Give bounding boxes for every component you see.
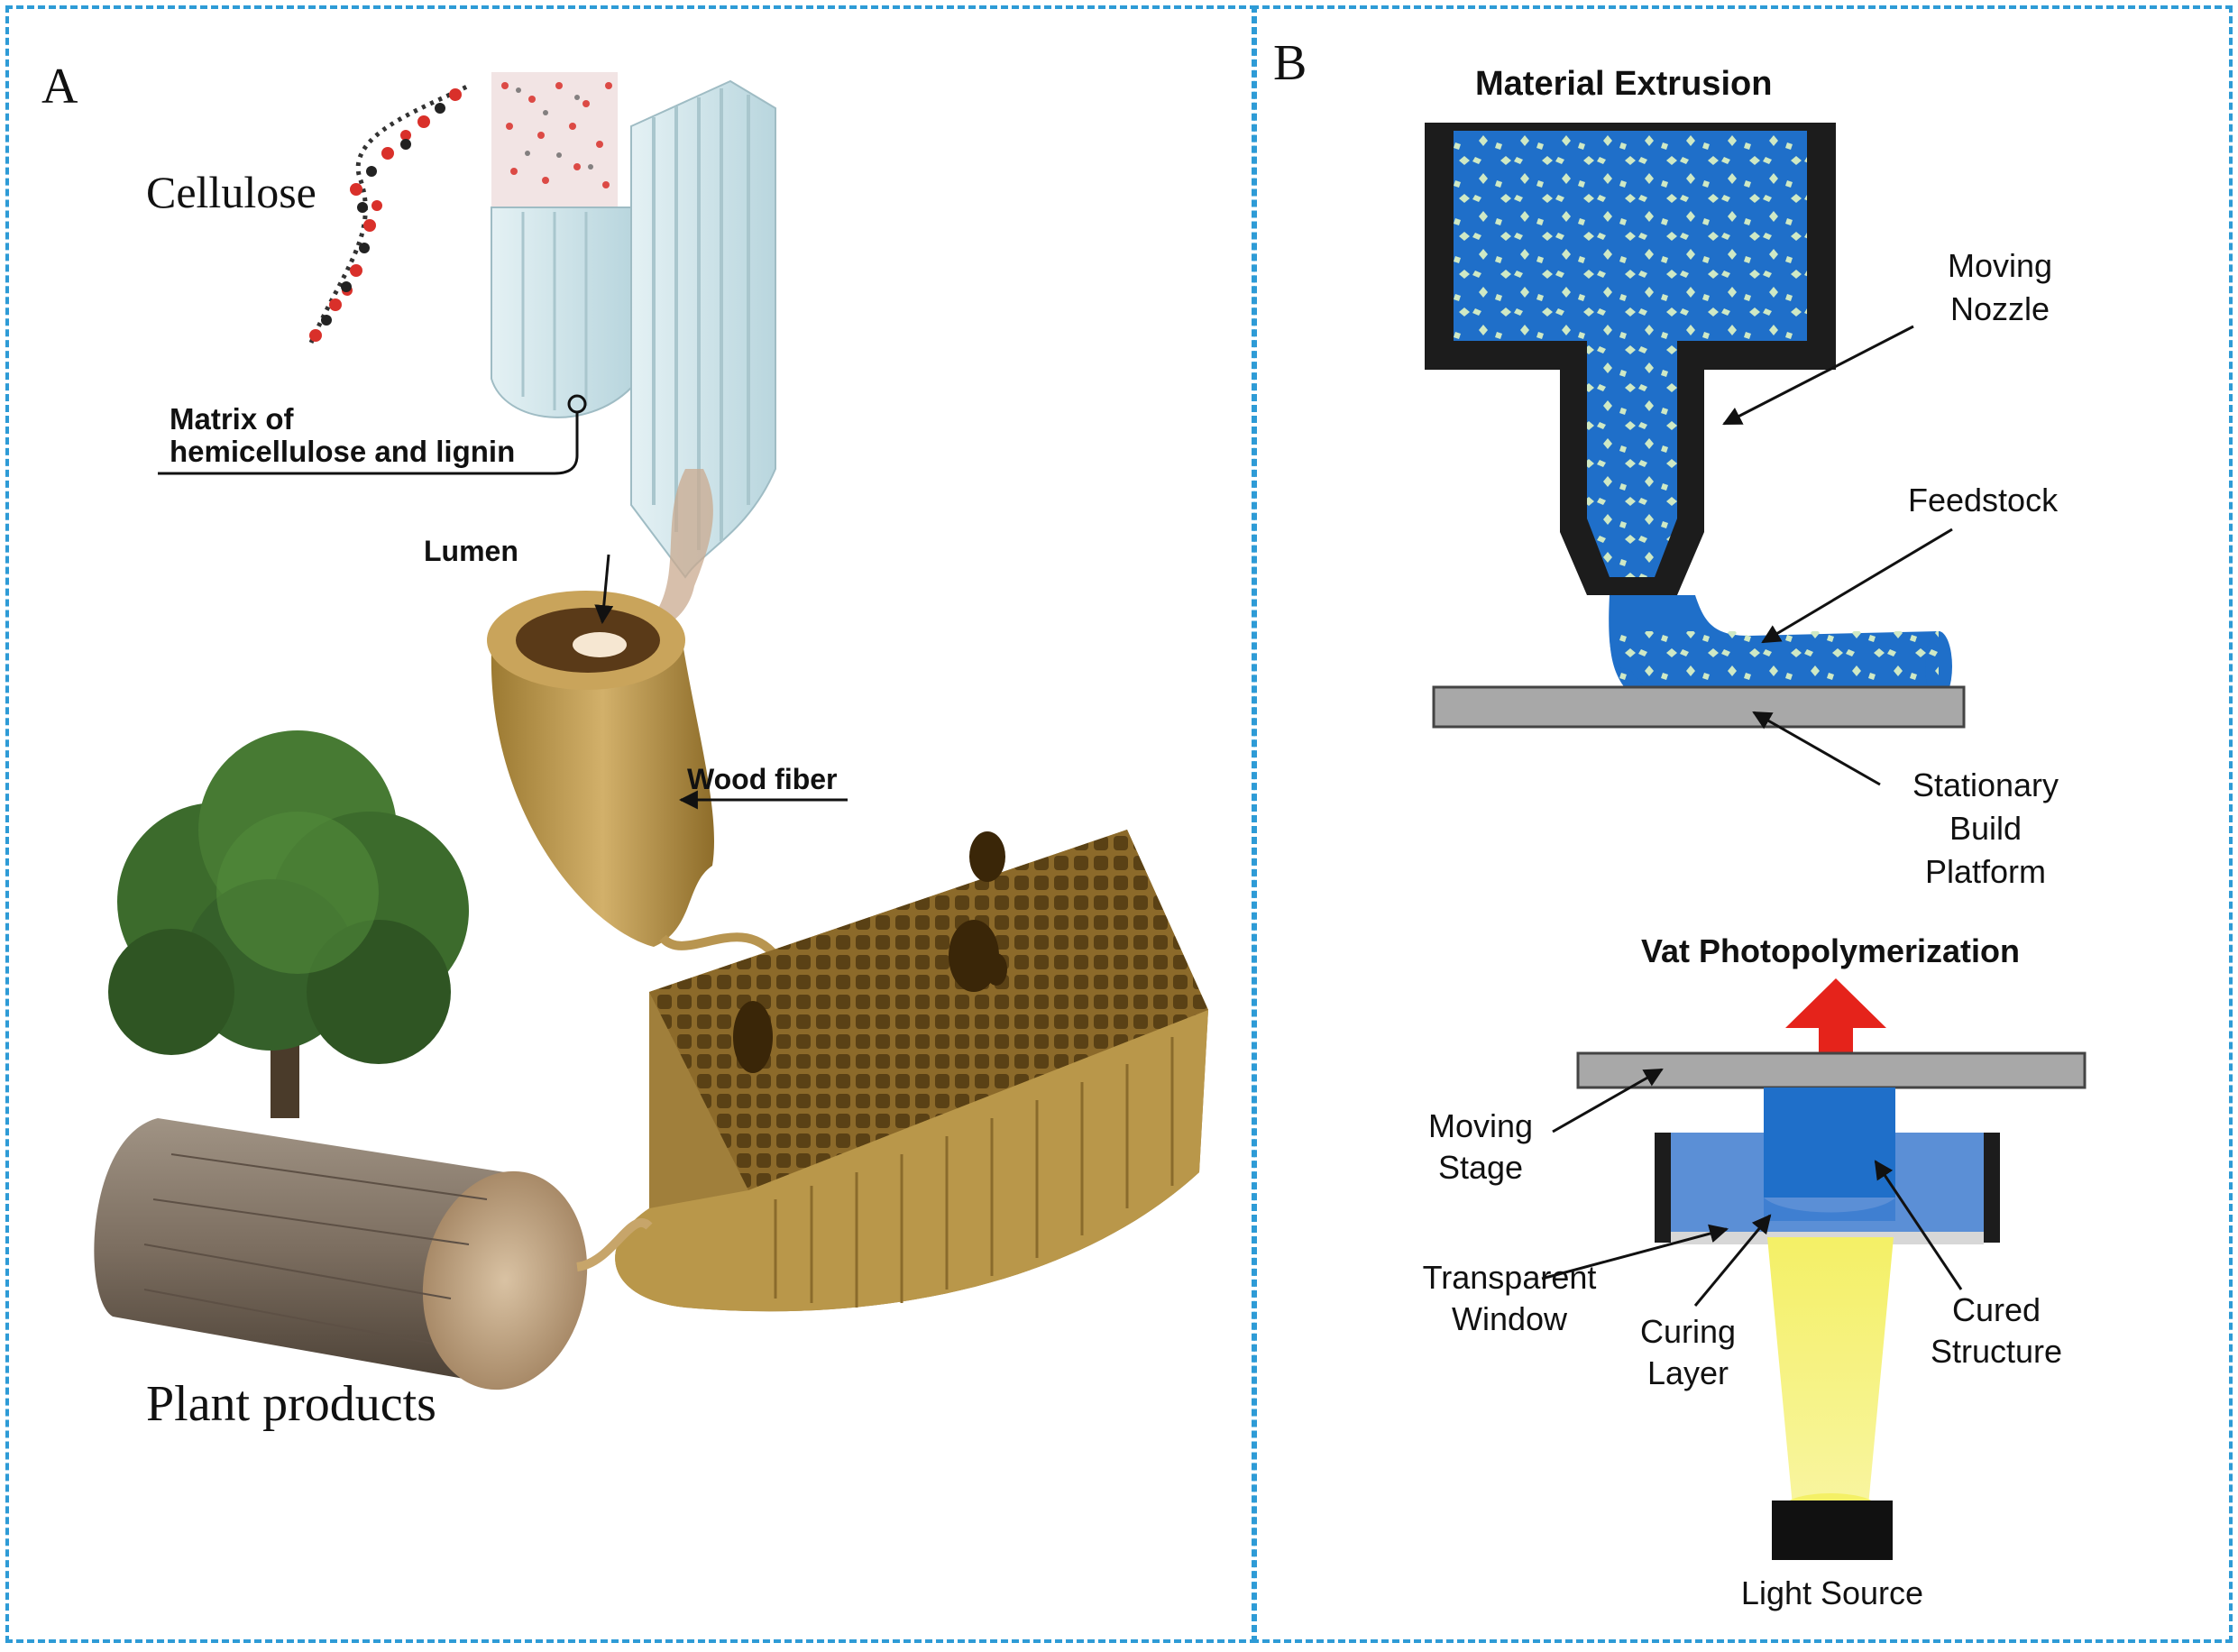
panel-a-frame <box>5 5 1257 1643</box>
curing-layer-label-2: Layer <box>1646 1354 1729 1391</box>
wood-block-illustration <box>615 830 1208 1312</box>
feedstock-label: Feedstock <box>1908 482 2059 519</box>
light-source-label: Light Source <box>1740 1574 1924 1611</box>
panel-b-letter: B <box>1273 35 1307 91</box>
microfibril-bundle <box>491 79 776 631</box>
transparent-window-label-2: Window <box>1451 1300 1568 1337</box>
moving-stage-label-1: Moving <box>1427 1107 1534 1144</box>
platform-label-1: Stationary <box>1912 766 2059 803</box>
cured-structure-label-1: Cured <box>1951 1291 2041 1328</box>
cured-structure-label-2: Structure <box>1930 1333 2063 1370</box>
material-extrusion-title: Material Extrusion <box>1475 65 1773 103</box>
matrix-label-line1: Matrix of <box>170 402 294 436</box>
curing-layer-label-1: Curing <box>1639 1313 1737 1350</box>
cellulose-label: Cellulose <box>146 167 316 217</box>
vat-diagram <box>1541 978 2087 1560</box>
wood-fiber-illustration <box>487 554 789 1048</box>
transparent-window-label-1: Transparent <box>1422 1259 1597 1296</box>
platform-label-3: Platform <box>1924 853 2047 890</box>
vat-photopolymerization-title: Vat Photopolymerization <box>1640 932 2021 969</box>
cellulose-molecule-chain <box>308 83 471 344</box>
wood-fiber-label: Wood fiber <box>687 763 838 795</box>
tree-illustration <box>108 730 469 1118</box>
platform-label-2: Build <box>1949 810 2022 847</box>
matrix-label-line2: hemicellulose and lignin <box>170 435 516 468</box>
crystalline-cellulose-block <box>491 72 618 207</box>
log-illustration <box>94 1118 653 1390</box>
plant-products-label: Plant products <box>146 1376 436 1432</box>
lumen-label: Lumen <box>424 535 518 567</box>
moving-nozzle-label-2: Nozzle <box>1949 290 2050 327</box>
extrusion-diagram <box>1425 123 1966 786</box>
panel-a-letter: A <box>41 59 78 115</box>
panel-b-frame <box>1252 5 2233 1643</box>
matrix-callout <box>158 394 587 475</box>
moving-nozzle-label-1: Moving <box>1947 247 2053 284</box>
moving-stage-label-2: Stage <box>1437 1149 1524 1186</box>
